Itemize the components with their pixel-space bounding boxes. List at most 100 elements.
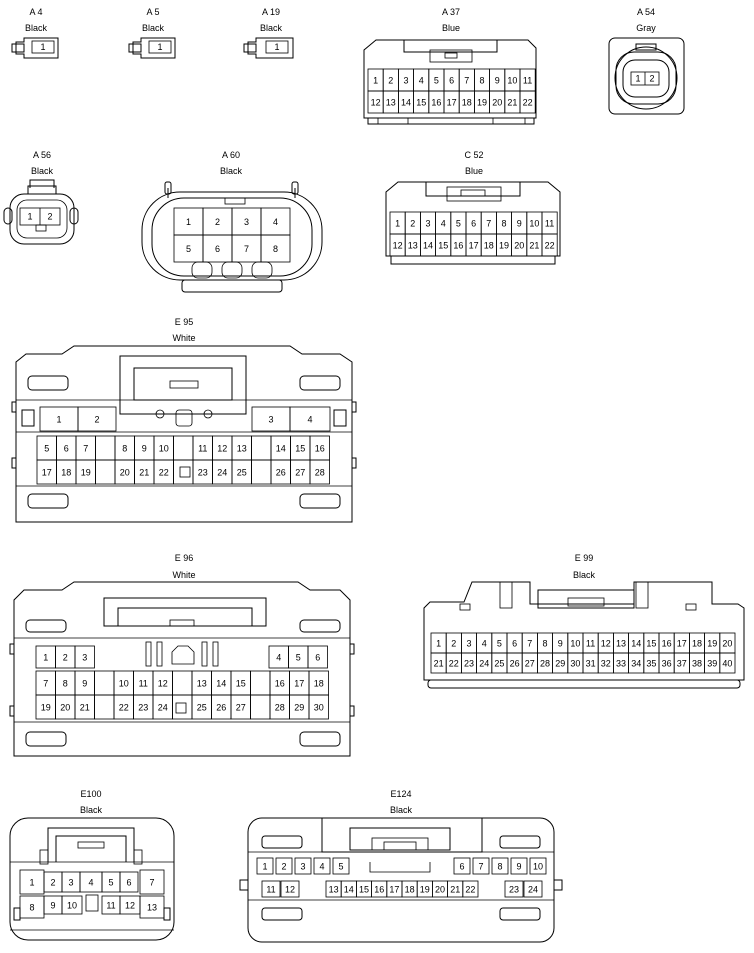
connector-a54-color: Gray (636, 23, 656, 33)
pin-label: 3 (425, 219, 430, 229)
pin-label: 4 (307, 415, 312, 425)
pin-label: 1 (395, 219, 400, 229)
pin-cell (289, 406, 331, 432)
pin-label: 9 (50, 901, 55, 911)
connector-a54-id: A 54 (637, 7, 655, 17)
pin-label: 21 (80, 703, 90, 713)
pin-label: 15 (416, 98, 426, 108)
connector-e96-color: White (172, 570, 195, 580)
pin-label: 22 (119, 703, 129, 713)
connector-a5-id: A 5 (146, 7, 159, 17)
pin-label: 4 (482, 639, 487, 649)
pin-cell (332, 857, 350, 875)
pin-label: 5 (434, 76, 439, 86)
pin-label: 5 (456, 219, 461, 229)
pin-label: 7 (83, 444, 88, 454)
pin-label: 12 (125, 901, 135, 911)
pin-label: 1 (186, 217, 191, 227)
pin-label: 11 (198, 444, 207, 454)
pin-label: 14 (276, 444, 286, 454)
pin-label: 26 (276, 468, 286, 478)
pin-label: 18 (314, 679, 324, 689)
pin-label: 23 (138, 703, 148, 713)
pin-label: 25 (237, 468, 247, 478)
pin-label: 21 (450, 885, 460, 895)
connector-a37-color: Blue (442, 23, 460, 33)
pin-label: 12 (601, 639, 611, 649)
pin-label: 28 (315, 468, 325, 478)
pin-label: 20 (514, 241, 524, 251)
pin-cell (294, 857, 312, 875)
pin-label: 8 (542, 639, 547, 649)
pin-cell (504, 880, 524, 898)
pin-label: 1 (436, 639, 441, 649)
pin-label: 8 (273, 244, 278, 254)
pin-label: 32 (601, 659, 611, 669)
pin-cell (251, 459, 272, 485)
pin-label: 5 (44, 444, 49, 454)
pin-label: 10 (67, 901, 77, 911)
pin-label: 16 (374, 885, 384, 895)
pin-label: 40 (722, 659, 732, 669)
pin-label: 19 (499, 241, 509, 251)
pin-label: 27 (236, 703, 246, 713)
pin-label: 5 (296, 653, 301, 663)
pin-label: 20 (120, 468, 130, 478)
pin-label: 2 (410, 219, 415, 229)
pin-label: 18 (61, 468, 71, 478)
pin-label: 3 (268, 415, 273, 425)
pin-label: 11 (106, 901, 115, 911)
pin-label: 13 (147, 903, 157, 913)
pin-cell (453, 857, 471, 875)
pin-label: 25 (197, 703, 207, 713)
pin-label: 1 (43, 653, 48, 663)
pin-label: 30 (314, 703, 324, 713)
pin-label: 29 (294, 703, 304, 713)
pin-label: 22 (523, 98, 533, 108)
pin-label: 13 (386, 98, 396, 108)
pin-label: 37 (677, 659, 687, 669)
pin-label: 4 (441, 219, 446, 229)
pin-label: 11 (523, 76, 532, 86)
pin-label: 6 (126, 878, 131, 888)
connector-a60-id: A 60 (222, 150, 240, 160)
pin-label: 9 (142, 444, 147, 454)
pin-label: 16 (662, 639, 672, 649)
pin-cell (275, 857, 293, 875)
pin-label: 13 (197, 679, 207, 689)
pin-label: 15 (438, 241, 448, 251)
pin-label: 2 (94, 415, 99, 425)
pin-cell (261, 880, 281, 898)
pin-label: 6 (459, 862, 464, 872)
pin-label: 1 (27, 212, 32, 222)
connector-e95-id: E 95 (175, 317, 194, 327)
pin-label: 15 (236, 679, 246, 689)
connector-a37-id: A 37 (442, 7, 460, 17)
connector-a19-color: Black (260, 23, 283, 33)
pin-label: 12 (158, 679, 168, 689)
pin-label: 1 (56, 415, 61, 425)
pin-cell (250, 670, 271, 696)
pin-label: 2 (388, 76, 393, 86)
pin-label: 10 (507, 76, 517, 86)
pin-cell (519, 90, 536, 114)
pin-label: 22 (449, 659, 459, 669)
pin-label: 14 (401, 98, 411, 108)
connector-e100-id: E100 (80, 789, 101, 799)
pin-label: 1 (40, 42, 45, 52)
connector-e95-color: White (172, 333, 195, 343)
pin-label: 4 (319, 862, 324, 872)
pin-label: 19 (477, 98, 487, 108)
pin-label: 24 (158, 703, 168, 713)
pin-label: 5 (338, 862, 343, 872)
pin-label: 15 (359, 885, 369, 895)
pin-label: 23 (464, 659, 474, 669)
pin-cell (77, 406, 117, 432)
pin-label: 3 (300, 862, 305, 872)
connector-a56-id: A 56 (33, 150, 51, 160)
